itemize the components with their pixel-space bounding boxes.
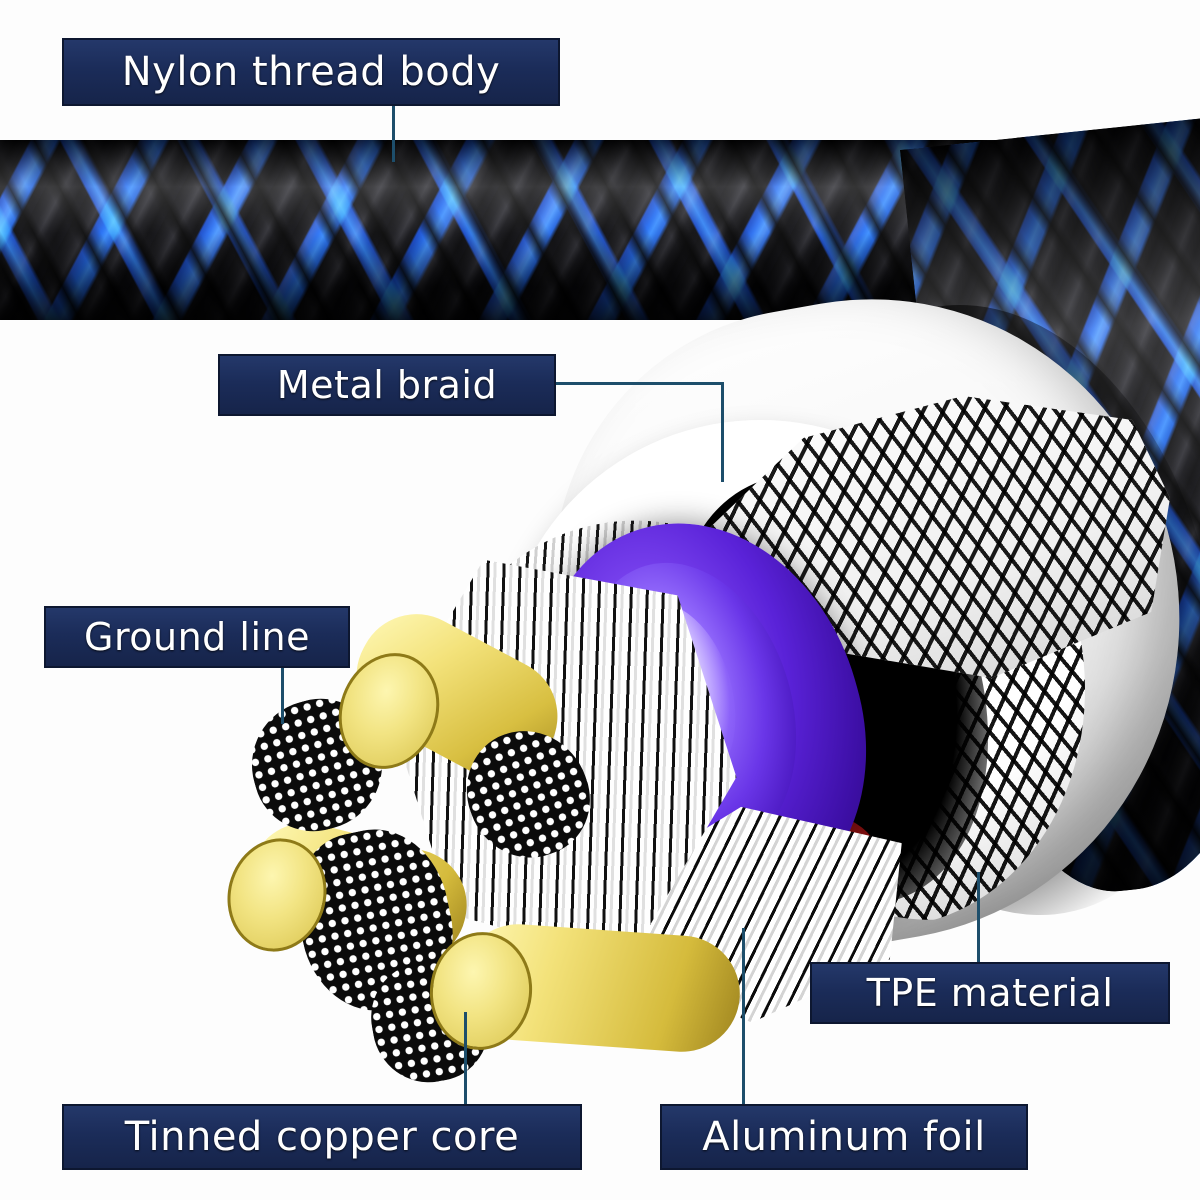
callout-metal-braid[interactable]: Metal braid [218, 354, 556, 416]
callout-label-aluminum-foil: Aluminum foil [702, 1114, 986, 1160]
leader-ground-line [281, 668, 284, 724]
callout-label-tpe-material: TPE material [866, 971, 1114, 1015]
callout-label-nylon-thread-body: Nylon thread body [121, 49, 501, 95]
leader-nylon-thread-body [392, 106, 395, 162]
leader-tinned-copper-core [464, 1012, 467, 1106]
callout-tinned-copper-core[interactable]: Tinned copper core [62, 1104, 582, 1170]
callout-aluminum-foil[interactable]: Aluminum foil [660, 1104, 1028, 1170]
callout-label-ground-line: Ground line [84, 615, 310, 659]
leader-metal-braid-vertical [721, 382, 724, 482]
callout-label-metal-braid: Metal braid [276, 363, 498, 407]
callout-label-tinned-copper-core: Tinned copper core [124, 1114, 520, 1160]
leader-aluminum-foil [742, 928, 745, 1106]
callout-tpe-material[interactable]: TPE material [810, 962, 1170, 1024]
leader-metal-braid-horizontal [556, 382, 724, 385]
leader-tpe-material [977, 872, 980, 964]
callout-ground-line[interactable]: Ground line [44, 606, 350, 668]
callout-nylon-thread-body[interactable]: Nylon thread body [62, 38, 560, 106]
